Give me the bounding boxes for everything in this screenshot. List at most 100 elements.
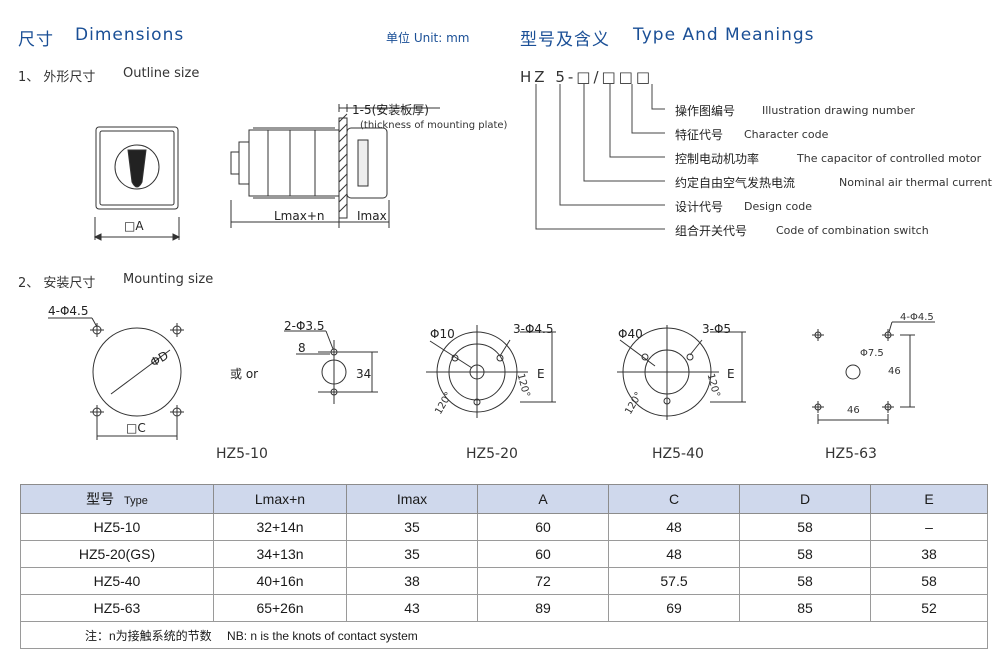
cell-lmax: 40+16n xyxy=(213,567,347,595)
caption-hz5-10: HZ5-10 xyxy=(216,446,268,462)
meaning-4-en: Nominal air thermal current xyxy=(839,176,992,189)
mounting-heading: 2、 安装尺寸 xyxy=(18,276,96,291)
cell-imax: 35 xyxy=(346,513,478,541)
meaning-1-cn: 操作图编号 xyxy=(675,104,736,118)
meaning-5-cn: 设计代号 xyxy=(675,200,724,214)
cell-a: 72 xyxy=(477,567,609,595)
mount5-center: Φ7.5 xyxy=(860,348,884,359)
outline-imax-label: Imax xyxy=(357,209,387,223)
mount1-c: □C xyxy=(126,421,146,435)
meaning-4-cn: 约定自由空气发热电流 xyxy=(675,176,796,190)
cell-c: 48 xyxy=(608,513,740,541)
table-row: HZ5-10 32+14n 35 60 48 58 – xyxy=(20,513,988,541)
caption-hz5-63: HZ5-63 xyxy=(825,446,877,462)
cell-imax: 35 xyxy=(346,540,478,568)
caption-hz5-40: HZ5-40 xyxy=(652,446,704,462)
caption-hz5-20: HZ5-20 xyxy=(466,446,518,462)
cell-type: HZ5-10 xyxy=(20,513,214,541)
col-type-cn: 型号 xyxy=(86,491,115,507)
cell-e: 58 xyxy=(870,567,988,595)
cell-type: HZ5-20(GS) xyxy=(20,540,214,568)
unit-label: 单位 Unit: mm xyxy=(386,31,470,45)
technical-drawings xyxy=(48,84,935,440)
cell-d: 85 xyxy=(739,594,871,622)
outline-heading: 1、 外形尺寸 xyxy=(18,70,96,85)
col-imax: Imax xyxy=(346,484,478,514)
meaning-5-en: Design code xyxy=(744,200,813,213)
table-header-row: 型号 Type Lmax+n Imax A C D E xyxy=(20,484,988,514)
meaning-6-en: Code of combination switch xyxy=(776,224,929,237)
plate-thickness-sub: (thickness of mounting plate) xyxy=(360,120,508,131)
col-type-en: Type xyxy=(124,495,148,507)
meaning-3-en: The capacitor of controlled motor xyxy=(797,152,982,165)
col-a: A xyxy=(477,484,609,514)
cell-imax: 43 xyxy=(346,594,478,622)
cell-d: 58 xyxy=(739,540,871,568)
dimensions-title-cn: 尺寸 xyxy=(18,30,54,50)
type-code: HZ 5-□/□□□ xyxy=(520,68,654,86)
outline-heading-en: Outline size xyxy=(123,66,200,81)
mount3-holes: 3-Φ4.5 xyxy=(513,322,554,336)
table-row: HZ5-63 65+26n 43 89 69 85 52 xyxy=(20,594,988,622)
outline-a-label: □A xyxy=(124,219,144,233)
cell-type: HZ5-40 xyxy=(20,567,214,595)
meaning-1-en: Illustration drawing number xyxy=(762,104,915,117)
cell-c: 57.5 xyxy=(608,567,740,595)
mount2-spacing: 8 xyxy=(298,341,306,355)
type-title-cn: 型号及含义 xyxy=(520,30,610,50)
mount5-holes: 4-Φ4.5 xyxy=(900,312,934,323)
col-d: D xyxy=(739,484,871,514)
cell-lmax: 34+13n xyxy=(213,540,347,568)
col-type: 型号 Type xyxy=(20,484,214,514)
cell-a: 60 xyxy=(477,540,609,568)
mount5-vertical: 46 xyxy=(888,366,901,377)
cell-c: 69 xyxy=(608,594,740,622)
mounting-hz5-40 xyxy=(617,325,746,420)
mounting-heading-en: Mounting size xyxy=(123,272,214,287)
note-cn: 注：n为接触系统的节数 xyxy=(85,628,212,643)
mount2-34: 34 xyxy=(356,367,372,381)
col-lmax: Lmax+n xyxy=(213,484,347,514)
cell-type: HZ5-63 xyxy=(20,594,214,622)
cell-d: 58 xyxy=(739,513,871,541)
mount4-center: Φ40 xyxy=(618,327,643,341)
table-row: HZ5-20(GS) 34+13n 35 60 48 58 38 xyxy=(20,540,988,568)
outline-lmax-label: Lmax+n xyxy=(274,209,325,223)
cell-a: 60 xyxy=(477,513,609,541)
type-title-en: Type And Meanings xyxy=(633,25,815,45)
mount2-holes: 2-Φ3.5 xyxy=(284,319,325,333)
mounting-hz5-10 xyxy=(284,330,378,404)
mount1-holes: 4-Φ4.5 xyxy=(48,304,89,318)
cell-e: 52 xyxy=(870,594,988,622)
mount3-e: E xyxy=(537,367,545,381)
outline-side-view xyxy=(230,104,440,228)
mounting-hz5-63 xyxy=(812,321,935,424)
or-label: 或 or xyxy=(230,367,259,381)
cell-d: 58 xyxy=(739,567,871,595)
table-row: HZ5-40 40+16n 38 72 57.5 58 58 xyxy=(20,567,988,595)
cell-e: 38 xyxy=(870,540,988,568)
cell-a: 89 xyxy=(477,594,609,622)
mount3-center: Φ10 xyxy=(430,327,455,341)
table-note-row: 注：n为接触系统的节数 NB: n is the knots of contac… xyxy=(20,621,988,649)
dimensions-title-en: Dimensions xyxy=(75,25,185,45)
mount4-holes: 3-Φ5 xyxy=(702,322,732,336)
cell-c: 48 xyxy=(608,540,740,568)
mounting-generic xyxy=(48,317,184,440)
meaning-3-cn: 控制电动机功率 xyxy=(675,152,760,166)
mount4-e: E xyxy=(727,367,735,381)
cell-e: – xyxy=(870,513,988,541)
meaning-2-en: Character code xyxy=(744,128,829,141)
plate-thickness-label: 1-5(安装板厚) xyxy=(352,103,429,117)
table-note: 注：n为接触系统的节数 NB: n is the knots of contac… xyxy=(20,621,988,649)
cell-lmax: 65+26n xyxy=(213,594,347,622)
outline-front-view xyxy=(93,126,181,241)
col-e: E xyxy=(870,484,988,514)
meaning-2-cn: 特征代号 xyxy=(675,128,724,142)
mount5-horizontal: 46 xyxy=(847,405,860,416)
type-code-leaders xyxy=(535,84,665,230)
cell-imax: 38 xyxy=(346,567,478,595)
col-c: C xyxy=(608,484,740,514)
spec-table: 型号 Type Lmax+n Imax A C D E HZ5-10 32+14… xyxy=(20,484,988,649)
cell-lmax: 32+14n xyxy=(213,513,347,541)
